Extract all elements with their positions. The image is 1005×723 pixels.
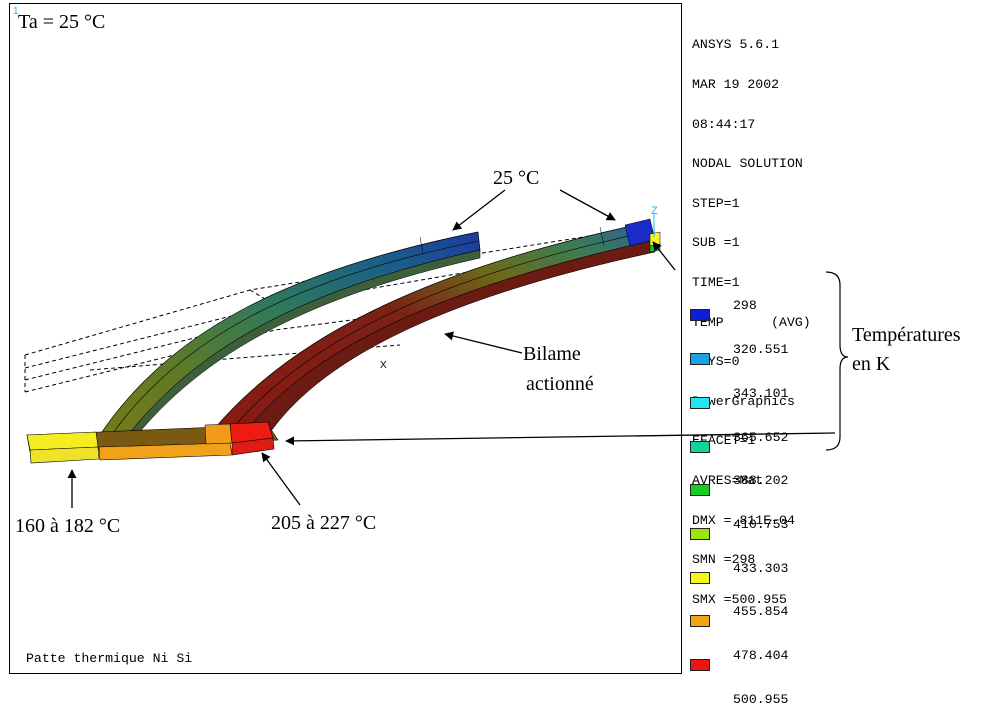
legend-swatch	[690, 440, 710, 453]
cold-end-label: 25 °C	[493, 167, 540, 189]
legend-swatch	[690, 484, 710, 497]
legend-swatch	[690, 396, 710, 409]
info-line: SMN =298	[692, 552, 756, 568]
model-caption: Patte thermique Ni Si	[26, 651, 193, 666]
legend-value: 343.101	[733, 385, 789, 401]
legend-value: 320.551	[733, 342, 789, 358]
axis-z-label: Z	[651, 205, 658, 217]
legend-brace	[825, 271, 849, 451]
axis-triad: Z X	[380, 205, 658, 371]
legend-swatch	[690, 659, 710, 672]
legend-entry: 455.854	[690, 605, 788, 628]
legend-value: 298	[733, 298, 757, 314]
left-arm	[99, 231, 481, 453]
arrow-cold-left	[452, 189, 506, 231]
legend-value: 388.202	[733, 473, 789, 489]
arrow-tip-blocks	[652, 241, 676, 271]
arrow-cold-right	[559, 189, 616, 221]
info-line: NODAL SOLUTION	[692, 156, 803, 172]
legend-entry: 478.404	[690, 649, 788, 672]
legend-entry: 320.551	[690, 343, 788, 366]
actuated-label-2: actionné	[526, 373, 594, 395]
info-line: AVRES=Mat	[692, 472, 764, 488]
legend-entry: 388.202	[690, 474, 788, 497]
legend-value: 365.652	[733, 429, 789, 445]
legend-entry: 433.303	[690, 561, 788, 584]
ambient-temperature: Ta = 25 °C	[18, 11, 106, 33]
legend-value: 478.404	[733, 648, 789, 664]
legend-entry: 298	[690, 299, 757, 322]
legend-swatch	[690, 571, 710, 584]
legend-swatch	[690, 353, 710, 366]
annotation-arrows	[67, 189, 836, 508]
info-line: PowerGraphics	[692, 393, 795, 409]
temps-label-2: en K	[852, 353, 891, 375]
legend-entry: 365.652	[690, 430, 788, 453]
axis-x-mark: X	[380, 360, 387, 371]
arrow-right-tip	[261, 452, 301, 506]
arrow-actuated	[444, 331, 523, 354]
info-line: ANSYS 5.6.1	[692, 37, 780, 53]
bimorph-diagram: Z X	[24, 189, 849, 508]
base-bar	[26, 421, 279, 464]
info-line: SMX =500.955	[692, 591, 787, 607]
legend-value: 433.303	[733, 560, 789, 576]
info-line: TIME=1	[692, 274, 740, 290]
legend-swatch	[690, 615, 710, 628]
info-line: SUB =1	[692, 235, 740, 251]
info-line: 08:44:17	[692, 116, 756, 132]
legend-value: 410.753	[733, 516, 789, 532]
temps-label-1: Températures	[852, 324, 961, 346]
info-line: STEP=1	[692, 195, 740, 211]
legend-entry: 343.101	[690, 387, 788, 409]
cold-tip-blocks	[624, 218, 661, 253]
legend-entry: 500.955	[690, 693, 788, 710]
legend-value: 500.955	[733, 691, 789, 707]
temperature-legend: 298 320.551 343.101 365.652 388.202 410.…	[690, 273, 788, 723]
legend-swatch	[690, 309, 710, 322]
window-number: 1	[13, 6, 19, 17]
info-line: MAR 19 2002	[692, 77, 780, 92]
arrow-legend	[285, 432, 836, 446]
legend-entry: 410.753	[690, 518, 788, 540]
left-tip-label: 160 à 182 °C	[15, 515, 121, 537]
actuated-label-1: Bilame	[523, 343, 581, 365]
legend-value: 455.854	[733, 604, 789, 620]
legend-swatch	[690, 527, 710, 540]
right-tip-label: 205 à 227 °C	[271, 512, 377, 534]
info-line: DMX =.811E-04	[692, 512, 795, 528]
